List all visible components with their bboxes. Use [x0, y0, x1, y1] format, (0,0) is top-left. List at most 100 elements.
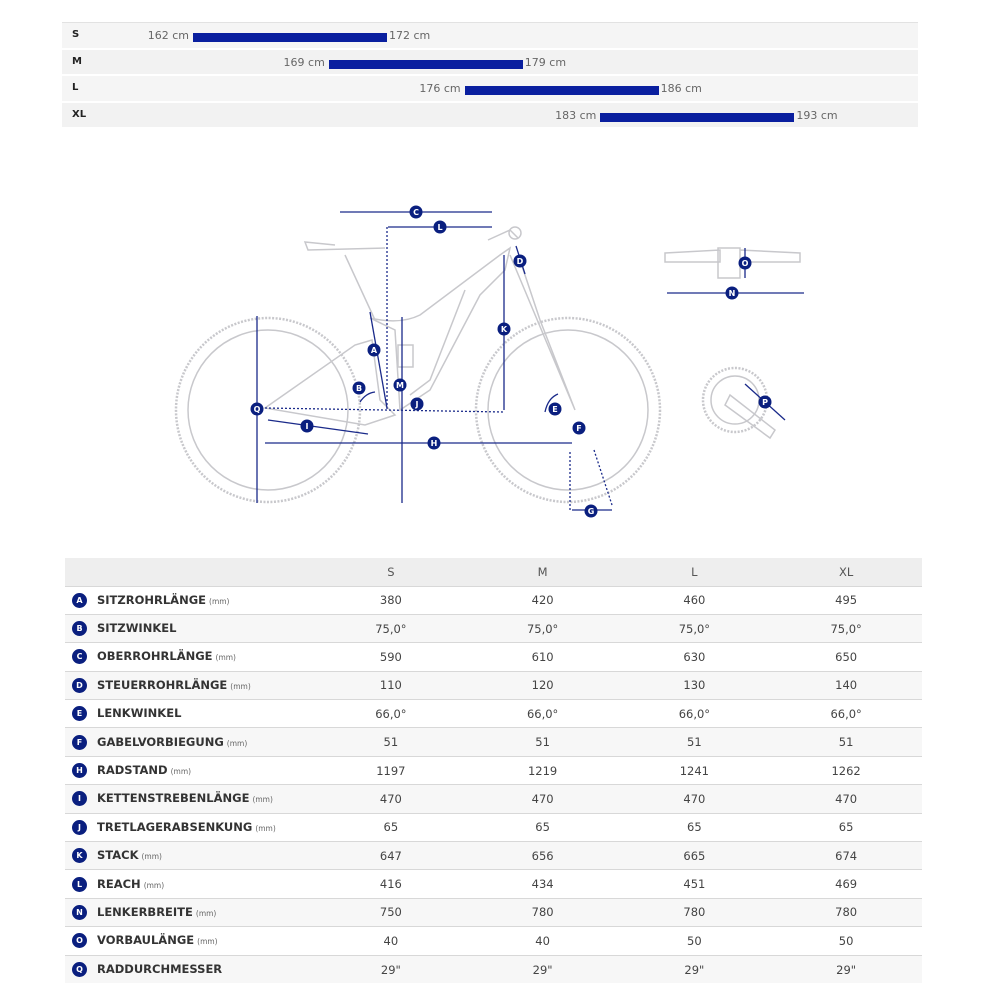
value-cell: 416 [315, 869, 467, 899]
size-label: L [72, 82, 79, 93]
unit-label: (mm) [143, 880, 165, 890]
letter-badge: H [72, 763, 87, 779]
letter-badge: K [72, 848, 87, 864]
dimension-letter: A [371, 346, 378, 355]
value-cell: 780 [618, 897, 771, 927]
column-header-s: S [315, 558, 467, 586]
dimension-marker-k [497, 322, 511, 336]
height-range-bar [328, 59, 523, 69]
size-row: XL 183 cm 193 cm [62, 102, 918, 129]
value-cell: 780 [770, 897, 922, 927]
parameter-name: STACK [97, 848, 139, 863]
value-cell: 470 [315, 784, 467, 814]
parameter-name: SITZWINKEL [97, 621, 177, 636]
column-header-l: L [618, 558, 771, 586]
value-cell: 50 [770, 926, 922, 956]
unit-label: (mm) [215, 653, 236, 663]
letter-badge: J [72, 819, 87, 835]
parameter-name: TRETLAGERABSENKUNG [97, 819, 253, 834]
value-cell: 66,0° [618, 699, 771, 728]
letter-badge: Q [72, 962, 87, 978]
value-cell: 75,0° [770, 613, 922, 643]
value-cell: 1197 [315, 755, 467, 785]
min-height-label: 176 cm [419, 82, 461, 95]
unit-label: (mm) [197, 937, 218, 947]
value-cell: 29" [315, 954, 467, 984]
letter-badge: B [72, 621, 87, 637]
parameter-name: RADDURCHMESSER [97, 962, 223, 977]
dimension-marker-i [300, 419, 314, 433]
value-cell: 630 [618, 642, 771, 672]
letter-badge: O [72, 933, 87, 949]
value-cell: 665 [618, 841, 771, 870]
value-cell: 75,0° [315, 613, 467, 643]
value-cell: 75,0° [466, 613, 619, 643]
dimension-letter: P [762, 398, 768, 407]
parameter-cell: K STACK(mm) [65, 841, 315, 870]
letter-badge: D [72, 677, 87, 693]
unit-label: (mm) [230, 681, 251, 691]
dimension-letter: L [437, 223, 442, 232]
value-cell: 29" [618, 954, 771, 984]
value-cell: 610 [466, 642, 619, 672]
height-range-bar [193, 33, 387, 42]
parameter-name: OBERROHRLÄNGE [97, 649, 213, 664]
value-cell: 65 [466, 812, 619, 842]
parameter-name: REACH [97, 876, 141, 891]
value-cell: 40 [315, 926, 467, 956]
unit-label: (mm) [226, 738, 248, 748]
parameter-name: KETTENSTREBENLÄNGE [97, 791, 250, 806]
size-recommendation-chart: S 162 cm 172 cm M 169 cm 179 cm L 176 cm 1… [62, 22, 918, 129]
dimension-letter: F [576, 424, 581, 433]
dimension-letter: J [415, 400, 419, 409]
value-cell: 674 [770, 841, 922, 870]
letter-badge: A [72, 592, 87, 608]
dimension-marker-q [250, 402, 264, 416]
dimension-lines [256, 211, 804, 511]
value-cell: 460 [618, 585, 771, 615]
value-cell: 469 [770, 869, 922, 899]
value-cell: 451 [618, 869, 771, 899]
value-cell: 130 [618, 670, 771, 700]
dimension-marker-d [513, 254, 527, 268]
max-height-label: 179 cm [524, 55, 567, 69]
letter-badge: C [72, 649, 87, 665]
dimension-marker-b [352, 381, 366, 395]
min-height-label: 169 cm [283, 55, 325, 69]
size-label: M [72, 55, 82, 67]
unit-label: (mm) [170, 767, 192, 777]
value-cell: 140 [770, 670, 922, 700]
value-cell: 750 [315, 897, 467, 927]
unit-label: (mm) [252, 795, 273, 805]
parameter-cell: Q RADDURCHMESSER [65, 954, 315, 984]
max-height-label: 193 cm [796, 108, 838, 122]
unit-label: (mm) [141, 852, 162, 862]
value-cell: 780 [466, 897, 619, 927]
size-row: S 162 cm 172 cm [62, 23, 918, 50]
value-cell: 434 [466, 869, 619, 899]
value-cell: 650 [770, 642, 922, 672]
value-cell: 120 [466, 670, 619, 700]
unit-label: (mm) [255, 823, 276, 833]
value-cell: 1262 [770, 755, 922, 785]
dimension-marker-f [572, 421, 586, 435]
dimension-letter: B [356, 384, 362, 393]
max-height-label: 172 cm [389, 29, 431, 42]
value-cell: 51 [466, 727, 619, 757]
size-label: S [72, 29, 80, 40]
value-cell: 50 [618, 926, 771, 956]
value-cell: 420 [466, 585, 619, 615]
column-header-m: M [466, 558, 619, 586]
dimension-marker-a [367, 343, 381, 357]
dimension-letter: Q [254, 405, 261, 414]
dimension-marker-l [433, 220, 447, 234]
